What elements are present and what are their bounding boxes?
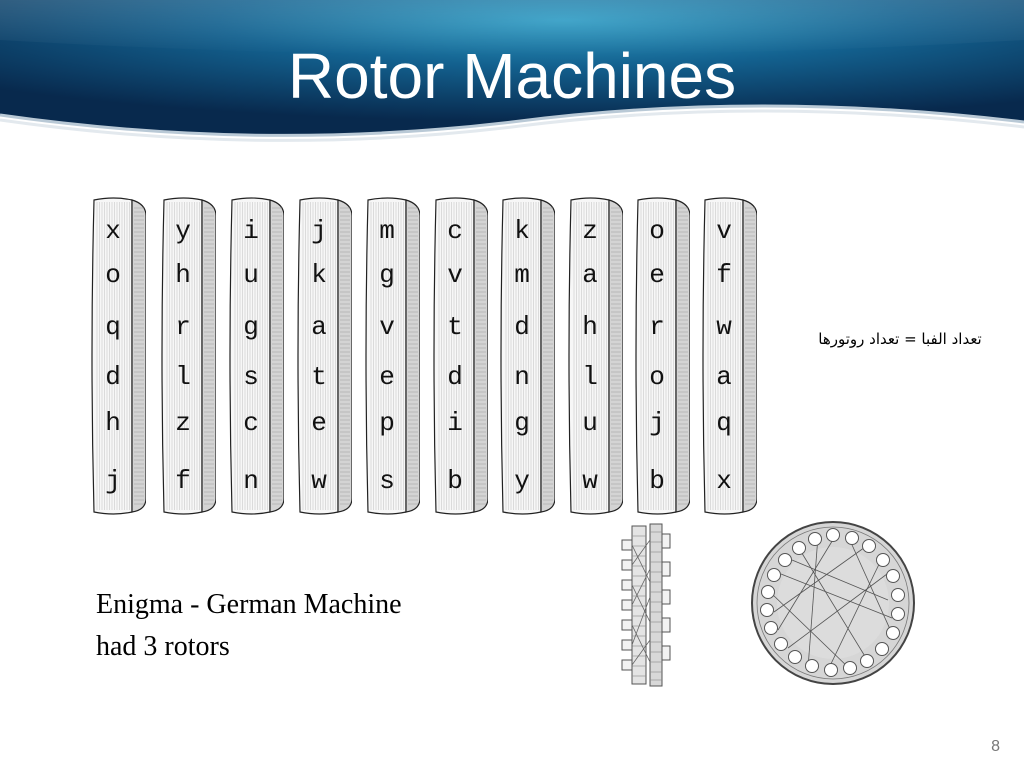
rotor-letter: a: [582, 260, 598, 290]
rotor-letter: f: [175, 466, 191, 496]
rotor-letter: k: [311, 260, 327, 290]
rotor-letter: y: [514, 466, 530, 496]
caption: Enigma - German Machine had 3 rotors: [96, 584, 402, 668]
rotor-letter: q: [105, 312, 121, 342]
rotor-letter: s: [243, 362, 259, 392]
rotor-letter: g: [243, 312, 259, 342]
rotor-letter: w: [582, 466, 598, 496]
rotor-letter: i: [447, 408, 463, 438]
rotor-letter: e: [311, 408, 327, 438]
rotor-letter: x: [716, 466, 732, 496]
rotor-letter: g: [514, 408, 530, 438]
rotor-letter: x: [105, 216, 121, 246]
rotor-letter: t: [311, 362, 327, 392]
rotor-letter: y: [175, 216, 191, 246]
rotor-letter: h: [175, 260, 191, 290]
rotor-letter: t: [447, 312, 463, 342]
rotor-letter: q: [716, 408, 732, 438]
rotor-letter: u: [243, 260, 259, 290]
rotor-letter: p: [379, 408, 395, 438]
rotor-letter: w: [716, 312, 732, 342]
rotor-letter: e: [379, 362, 395, 392]
rotor-letter: o: [105, 260, 121, 290]
rotor-letter: j: [649, 408, 665, 438]
rotor-letter: v: [447, 260, 463, 290]
rotor-letter: f: [716, 260, 732, 290]
rotor-letter: r: [175, 312, 191, 342]
rotor-letter: r: [649, 312, 665, 342]
rotor-letter: o: [649, 216, 665, 246]
rotor-letter: b: [649, 466, 665, 496]
rotor-letter: m: [514, 260, 530, 290]
rotor-letter: o: [649, 362, 665, 392]
rotor-letter: l: [175, 362, 191, 392]
rotor-letter: z: [582, 216, 598, 246]
rotor-letter: d: [514, 312, 530, 342]
rotor-letter: h: [582, 312, 598, 342]
rotor-letter: e: [649, 260, 665, 290]
rotor-letter: a: [311, 312, 327, 342]
rotor-letter: i: [243, 216, 259, 246]
rotor-letter: s: [379, 466, 395, 496]
rotor-letter: v: [716, 216, 732, 246]
rotor-letter: l: [582, 362, 598, 392]
rotor-letter: d: [105, 362, 121, 392]
slide-title: Rotor Machines: [287, 40, 737, 112]
alphabet-note: تعداد الفبا = تعداد روتورها: [818, 330, 982, 348]
rotor-letter: h: [105, 408, 121, 438]
rotor-letter: z: [175, 408, 191, 438]
rotor-letter: m: [379, 216, 395, 246]
rotor-side-view-illustration: [618, 522, 674, 693]
rotor-letter: u: [582, 408, 598, 438]
rotor-letter: g: [379, 260, 395, 290]
rotor-letter: j: [105, 466, 121, 496]
rotor-letter: w: [311, 466, 327, 496]
caption-line-2: had 3 rotors: [96, 631, 230, 662]
rotor-letter: n: [243, 466, 259, 496]
header-background: [0, 0, 1024, 142]
rotor-face-view-illustration: [748, 518, 918, 693]
header-banner: Rotor Machines: [0, 0, 1024, 150]
caption-line-1: Enigma - German Machine: [96, 589, 402, 620]
rotor-letter: j: [311, 216, 327, 246]
rotor-letter: c: [243, 408, 259, 438]
rotor-letter: n: [514, 362, 530, 392]
rotor-letter: c: [447, 216, 463, 246]
rotor-letter: v: [379, 312, 395, 342]
rotor-letter: k: [514, 216, 530, 246]
page-number: 8: [991, 738, 1000, 755]
rotor-letter: a: [716, 362, 732, 392]
rotor-letter: d: [447, 362, 463, 392]
rotor-letter: b: [447, 466, 463, 496]
